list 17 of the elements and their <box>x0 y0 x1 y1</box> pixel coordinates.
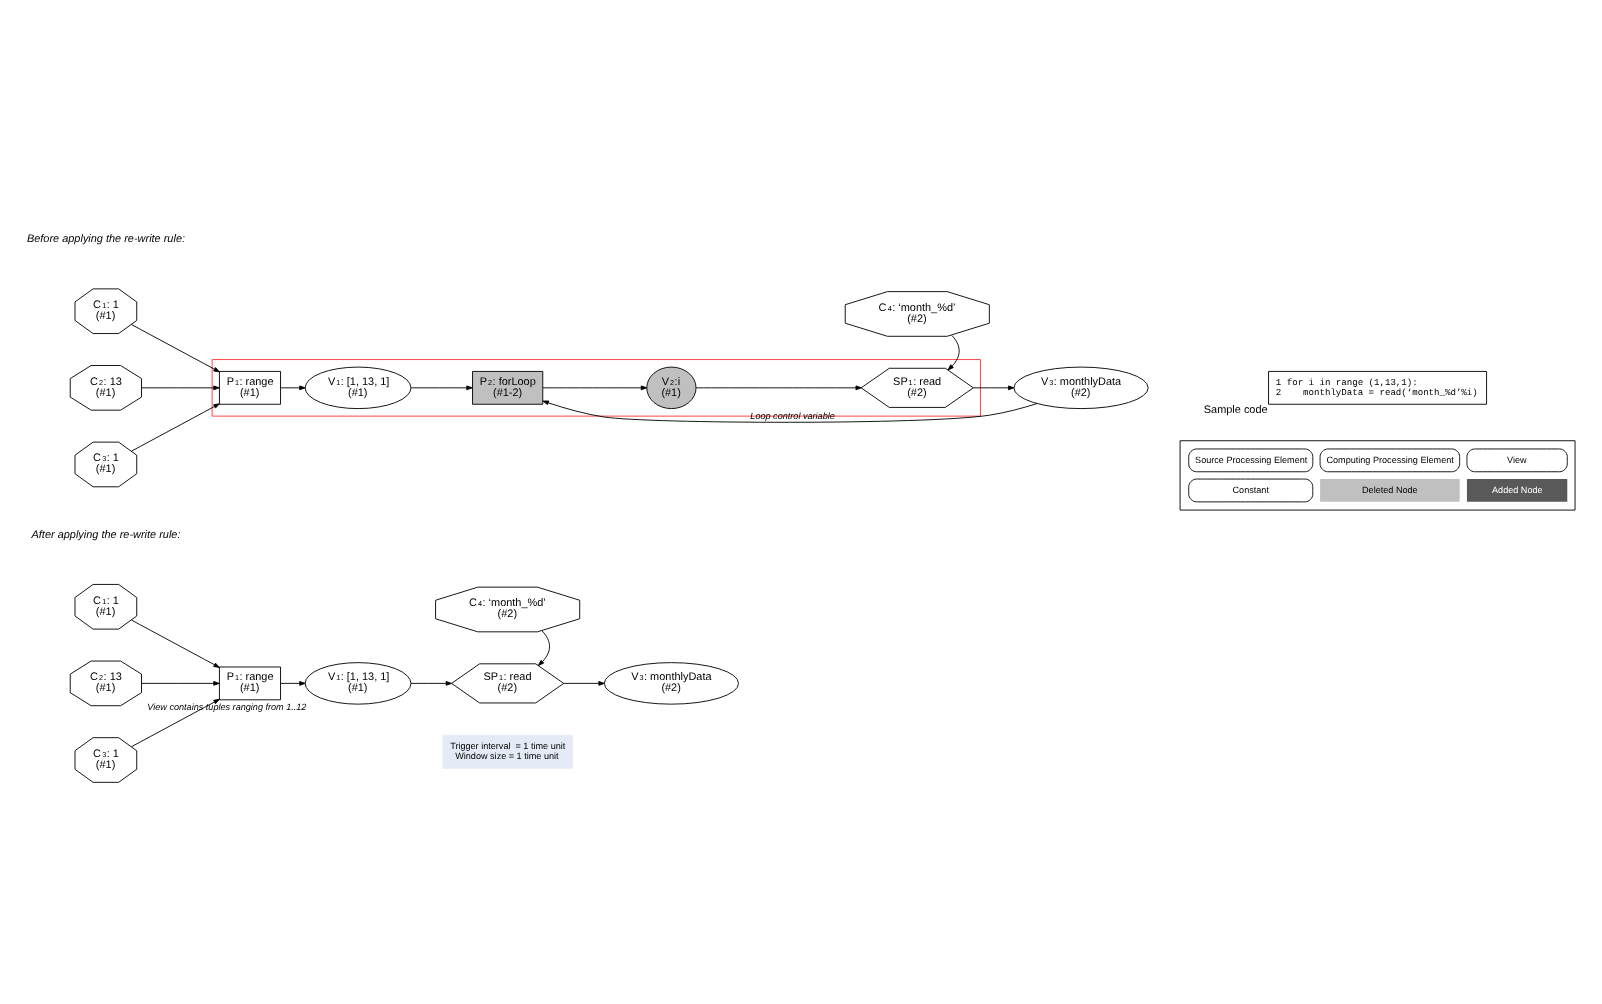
arrow <box>280 680 306 685</box>
arrow <box>947 333 960 370</box>
arrow <box>542 399 1038 422</box>
arrow <box>542 384 648 390</box>
arrow <box>410 680 453 685</box>
arrow <box>410 384 473 390</box>
arrow <box>141 680 220 685</box>
arrow <box>131 618 220 667</box>
arrow <box>280 384 306 390</box>
arrow <box>973 384 1015 390</box>
arrow <box>537 629 550 665</box>
arrow <box>695 384 862 390</box>
arrow <box>131 402 220 451</box>
arrow <box>563 680 605 685</box>
arrow <box>131 323 220 372</box>
arrow <box>131 697 220 747</box>
arrow <box>141 384 220 390</box>
